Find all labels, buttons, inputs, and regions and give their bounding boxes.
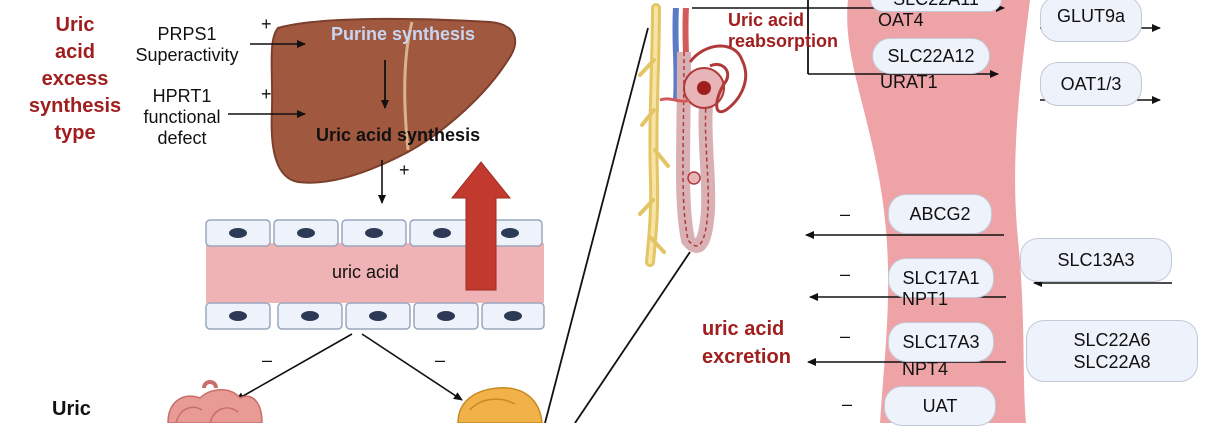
slc22a12-pill: SLC22A12 bbox=[872, 38, 990, 74]
zoom-line-1 bbox=[544, 27, 649, 423]
uat-label: UAT bbox=[922, 395, 958, 416]
abcg2-label: ABCG2 bbox=[909, 203, 971, 224]
uric-acid-label: uric acid bbox=[332, 262, 400, 282]
slc17a1-label: SLC17A1 bbox=[902, 267, 980, 288]
slc17a3-pill: SLC17A3 bbox=[888, 322, 994, 362]
prps1-label: PRPS1 Superactivity bbox=[125, 24, 249, 66]
purine-synthesis-label: Purine synthesis bbox=[331, 24, 476, 44]
liver-vessel bbox=[403, 21, 414, 151]
urat1-label: URAT1 bbox=[880, 72, 938, 92]
hprt1-desc-1: functional bbox=[143, 107, 221, 127]
nephron bbox=[638, 3, 748, 267]
reabsorption-line-2: reabsorption bbox=[728, 31, 839, 51]
glut9a-pill: GLUT9a bbox=[1040, 0, 1142, 42]
slc22a11-label: SLC22A11 bbox=[893, 0, 979, 10]
kidney-organ bbox=[457, 387, 543, 423]
minus-abcg2: – bbox=[840, 204, 851, 224]
slc22a6-slc22a8-pill: SLC22A6 SLC22A8 bbox=[1026, 320, 1198, 382]
slc22a8-label: SLC22A8 bbox=[1073, 352, 1151, 372]
red-up-arrow bbox=[450, 161, 512, 291]
slc22a12-label: SLC22A12 bbox=[887, 45, 975, 66]
excretion-line-2: excretion bbox=[702, 346, 791, 368]
abcg2-pill: ABCG2 bbox=[888, 194, 992, 234]
title-line-2: acid bbox=[54, 41, 96, 63]
slc17a3-label: SLC17A3 bbox=[902, 331, 980, 352]
minus-sign-intestine: – bbox=[262, 350, 273, 370]
plus-sign-liver: + bbox=[399, 160, 410, 180]
slc13a3-label: SLC13A3 bbox=[1057, 249, 1135, 270]
plus-sign-hprt1: + bbox=[261, 84, 272, 104]
minus-uat: – bbox=[842, 394, 853, 414]
uat-pill: UAT bbox=[884, 386, 996, 426]
slc17a1-pill: SLC17A1 bbox=[888, 258, 994, 298]
intestine bbox=[167, 380, 263, 423]
minus-sign-kidney: – bbox=[435, 350, 446, 370]
prps1-name: PRPS1 bbox=[157, 24, 217, 44]
to-intestine-arrow bbox=[235, 333, 353, 401]
oat13-pill: OAT1/3 bbox=[1040, 62, 1142, 106]
reabsorption-line-1: Uric acid bbox=[728, 10, 805, 30]
uric-acid-synthesis-label: Uric acid synthesis bbox=[316, 125, 481, 145]
title-line-1: Uric bbox=[55, 14, 95, 36]
excess-synthesis-title: Uric acid excess synthesis type bbox=[20, 12, 130, 147]
minus-slc17a1: – bbox=[840, 264, 851, 284]
hprt1-name: HPRT1 bbox=[152, 86, 212, 106]
hprt1-desc-2: defect bbox=[157, 128, 207, 148]
reabsorption-label: Uric acid reabsorption bbox=[728, 10, 838, 52]
excretion-label: uric acid excretion bbox=[702, 315, 791, 371]
oat13-label: OAT1/3 bbox=[1060, 73, 1122, 94]
title-line-5: type bbox=[54, 122, 96, 144]
npt4-label: NPT4 bbox=[902, 359, 949, 379]
liver-shape bbox=[270, 17, 517, 184]
minus-slc17a3: – bbox=[840, 326, 851, 346]
zoom-line-2 bbox=[574, 251, 691, 423]
oat4-label: OAT4 bbox=[878, 10, 924, 30]
excretion-line-1: uric acid bbox=[702, 318, 785, 340]
title-line-3: excess bbox=[41, 68, 109, 90]
npt1-label: NPT1 bbox=[902, 289, 949, 309]
hprt1-label: HPRT1 functional defect bbox=[134, 86, 230, 149]
prps1-desc: Superactivity bbox=[135, 45, 239, 65]
to-kidney-arrow bbox=[361, 333, 463, 401]
slc22a6-label: SLC22A6 bbox=[1073, 330, 1151, 350]
bottom-cell-row bbox=[205, 302, 545, 330]
title-line-4: synthesis bbox=[28, 95, 122, 117]
slc13a3-pill: SLC13A3 bbox=[1020, 238, 1172, 282]
glut9a-label: GLUT9a bbox=[1056, 5, 1126, 26]
plus-sign-prps1: + bbox=[261, 14, 272, 34]
bottom-uric-label: Uric bbox=[52, 398, 91, 420]
